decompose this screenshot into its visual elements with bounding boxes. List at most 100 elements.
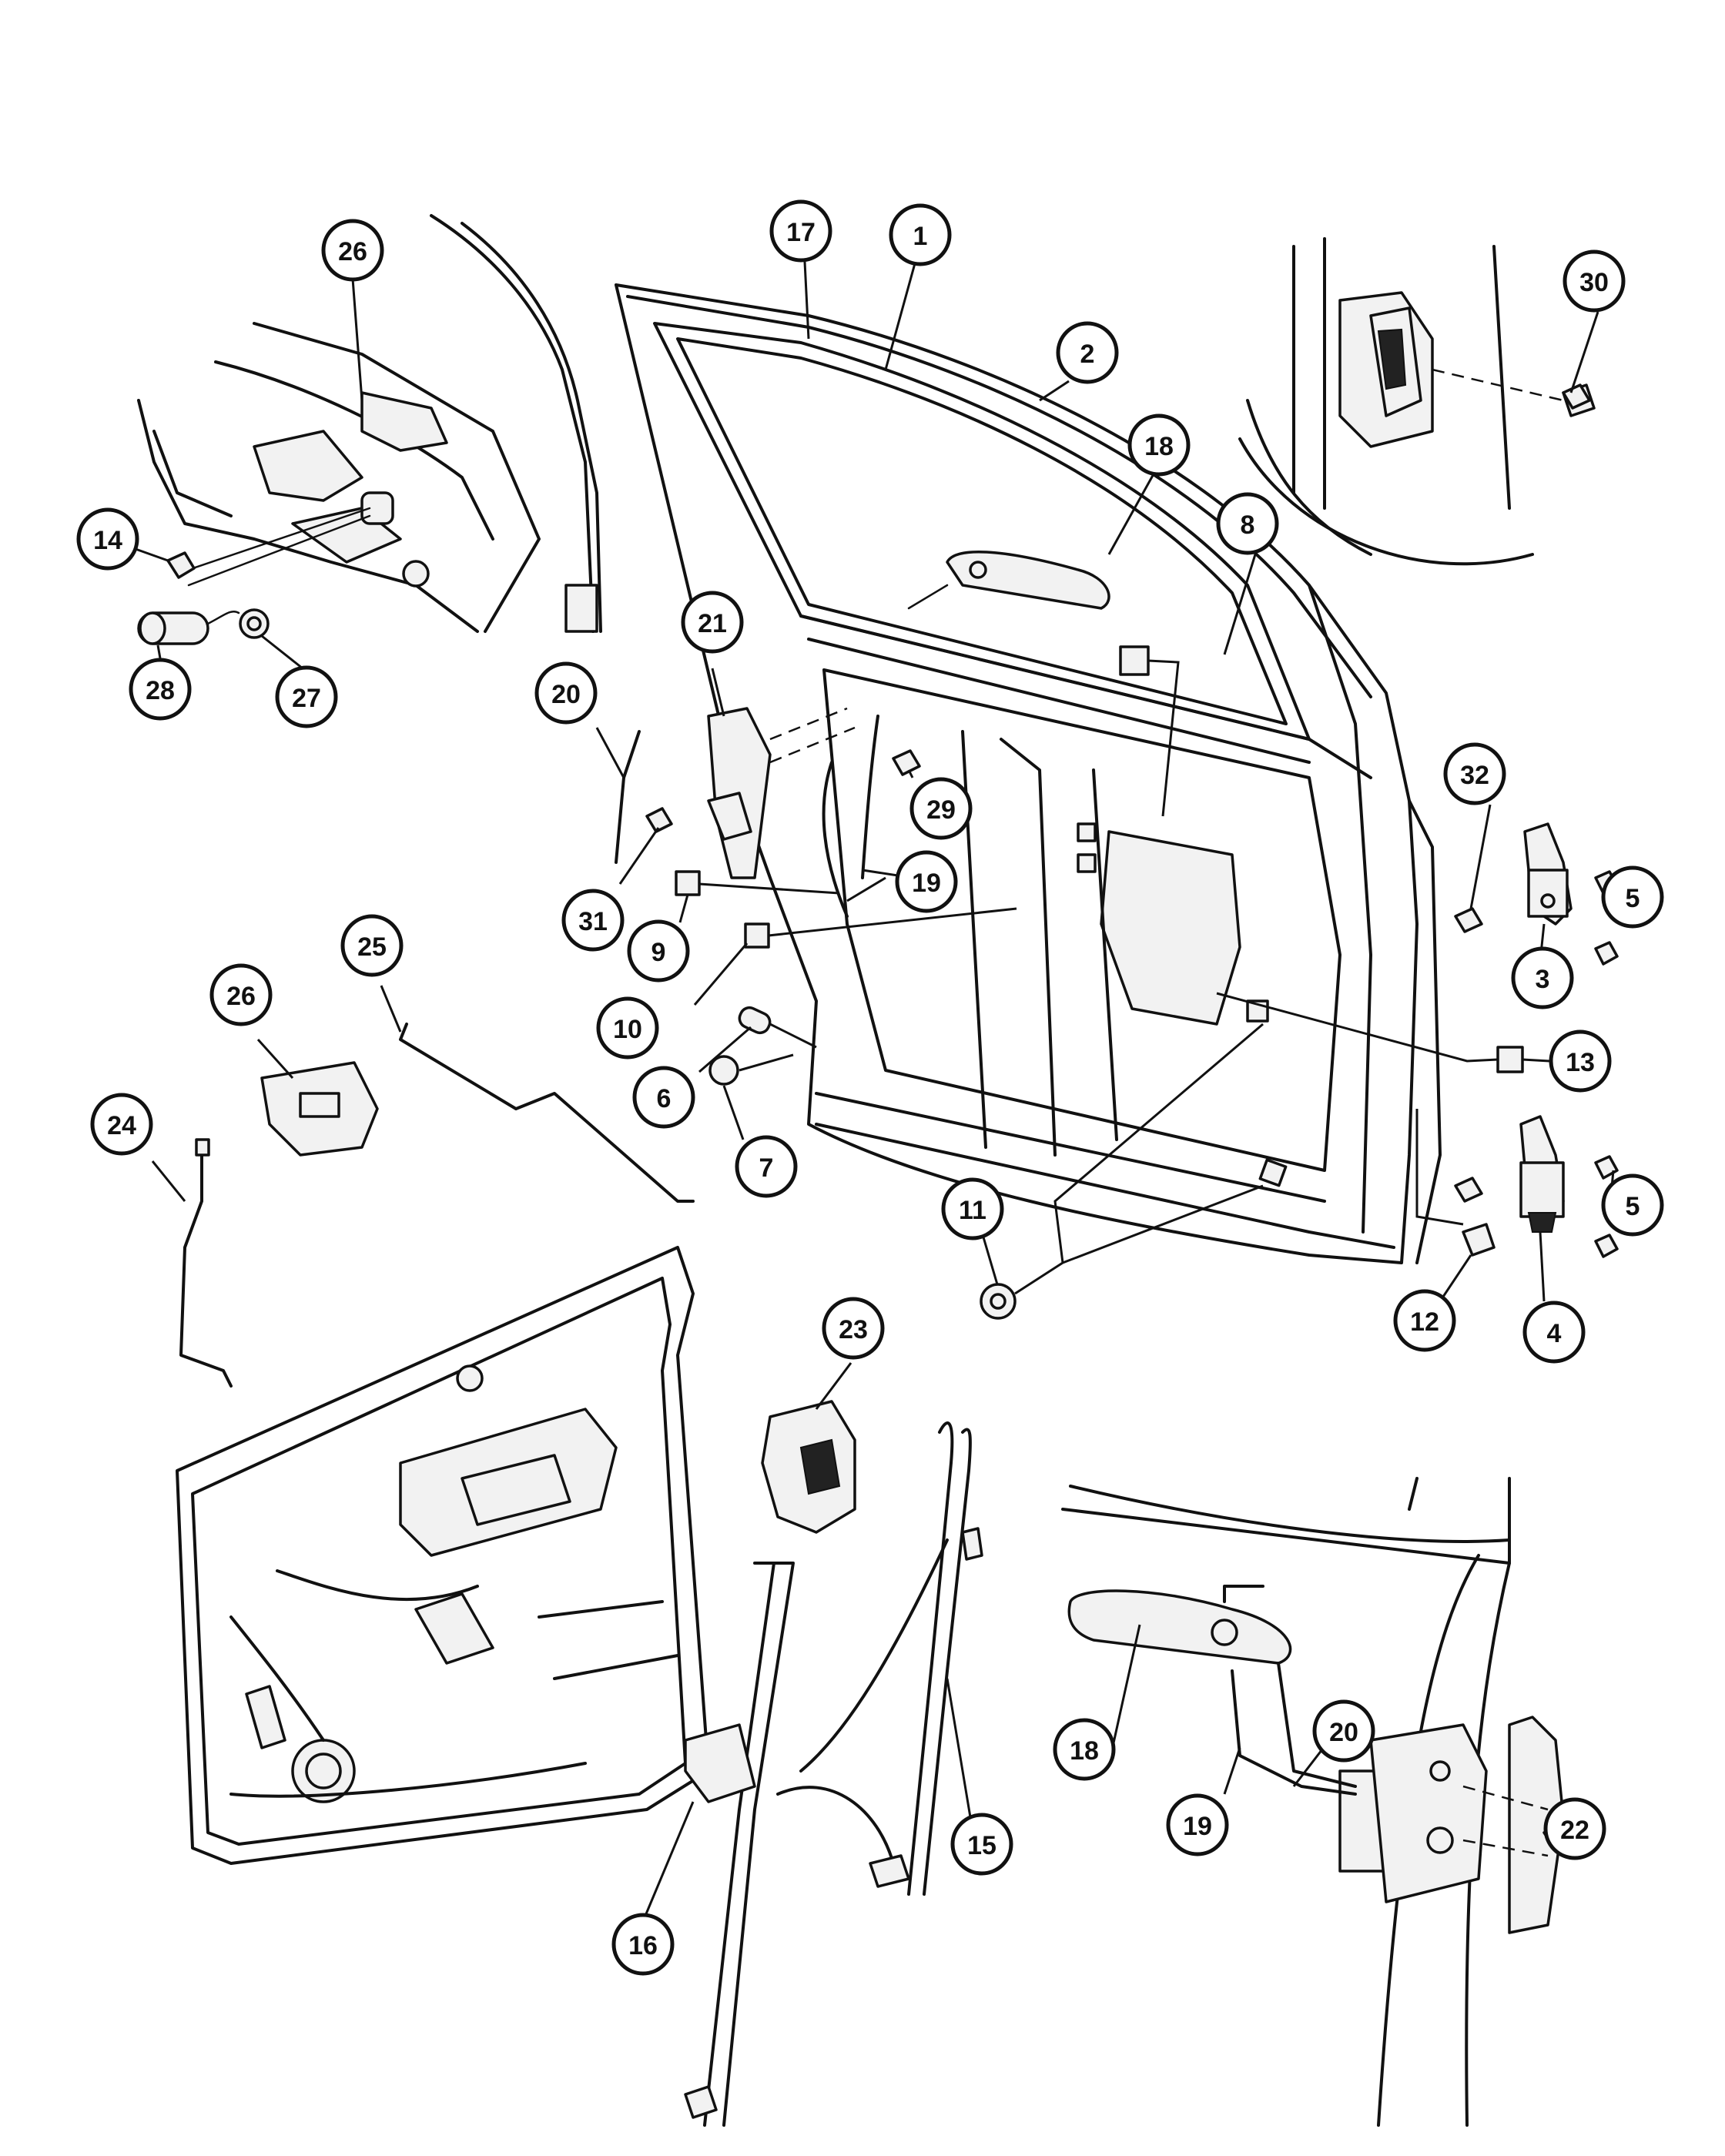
- callout-number: 4: [1547, 1319, 1562, 1348]
- nut-5-bot-a: [1594, 1155, 1619, 1180]
- leader-lines: [124, 257, 1615, 1917]
- callout-circle: [1443, 742, 1506, 805]
- callout-20-bot: 20: [1312, 1699, 1375, 1763]
- callout-19-top: 19: [895, 850, 958, 913]
- callout-number: 5: [1626, 1192, 1640, 1221]
- callout-23: 23: [822, 1297, 885, 1360]
- callout-circle: [1549, 1029, 1612, 1093]
- callout-21: 21: [681, 591, 744, 654]
- bolt-32: [1454, 907, 1483, 933]
- bolt-30: [1562, 383, 1591, 410]
- callout-circle: [1393, 1289, 1456, 1352]
- callout-18-bot: 18: [1053, 1718, 1116, 1781]
- callout-12: 12: [1393, 1289, 1456, 1352]
- handle-bezel-28: [137, 611, 209, 645]
- nut-5-top-b: [1594, 941, 1619, 966]
- callout-circle: [895, 850, 958, 913]
- callout-number: 27: [292, 684, 321, 713]
- callout-number: 20: [1329, 1718, 1358, 1747]
- callout-circle: [611, 1913, 675, 1976]
- callout-number: 13: [1566, 1048, 1595, 1077]
- callout-number: 26: [226, 982, 256, 1011]
- callout-26-top: 26: [321, 219, 384, 282]
- grommet-27: [239, 608, 270, 639]
- callout-number: 30: [1579, 268, 1609, 297]
- latch-23: [761, 1400, 856, 1534]
- callout-circle: [1216, 492, 1279, 555]
- callout-circle: [1511, 946, 1574, 1009]
- clip-13: [1496, 1046, 1524, 1073]
- callout-number: 28: [146, 676, 175, 705]
- clip-11: [980, 1283, 1017, 1320]
- rod-25: [399, 1023, 695, 1203]
- callout-number: 9: [651, 938, 666, 967]
- callout-4: 4: [1522, 1301, 1586, 1364]
- callout-circle: [90, 1093, 153, 1156]
- callout-number: 29: [926, 795, 956, 825]
- callout-circle: [632, 1066, 695, 1129]
- callout-circle: [1166, 1793, 1229, 1856]
- callout-3: 3: [1511, 946, 1574, 1009]
- callout-20-top: 20: [534, 661, 598, 725]
- bolt-4-hinge: [1454, 1177, 1483, 1203]
- callout-16: 16: [611, 1913, 675, 1976]
- callout-5-bot: 5: [1601, 1173, 1664, 1237]
- window-regulator-15: [684, 1421, 983, 2127]
- callout-number: 19: [1183, 1812, 1212, 1841]
- plug-6: [738, 1006, 772, 1035]
- callout-number: 17: [786, 218, 816, 247]
- rod-19-top-b: [861, 715, 879, 879]
- callout-circle: [561, 889, 625, 952]
- callout-circle: [129, 658, 192, 721]
- callout-number: 1: [913, 222, 928, 251]
- callout-circle: [1053, 1718, 1116, 1781]
- callout-circle: [681, 591, 744, 654]
- callout-number: 5: [1626, 884, 1640, 913]
- callout-circle: [76, 507, 139, 571]
- bracket-26-mid: [260, 1061, 379, 1157]
- door-shell: [615, 283, 1442, 1264]
- bracket-21: [707, 707, 772, 879]
- callout-number: 21: [698, 609, 727, 638]
- outside-handle-18-top: [907, 550, 1110, 610]
- clip-12: [1462, 1223, 1496, 1257]
- callout-circle: [627, 919, 690, 983]
- inset-outside-handle: [1061, 1477, 1565, 2127]
- callout-number: 7: [759, 1153, 774, 1183]
- callout-circle: [1601, 865, 1664, 929]
- callout-number: 3: [1536, 965, 1550, 994]
- callout-27: 27: [275, 665, 338, 728]
- callout-19-bot: 19: [1166, 1793, 1229, 1856]
- callout-circle: [275, 665, 338, 728]
- callout-circle: [1312, 1699, 1375, 1763]
- nut-5-bot-b: [1594, 1234, 1619, 1258]
- callout-2: 2: [1056, 321, 1119, 384]
- hinge-upper-3: [1523, 822, 1573, 926]
- bolt-14: [166, 551, 196, 579]
- callout-circle: [1543, 1797, 1606, 1860]
- callout-circle: [909, 777, 973, 840]
- callout-number: 11: [959, 1196, 986, 1225]
- callout-circle: [822, 1297, 885, 1360]
- callout-number: 10: [613, 1015, 642, 1044]
- callout-circle: [340, 914, 404, 977]
- callout-circle: [209, 963, 273, 1026]
- callout-14: 14: [76, 507, 139, 571]
- callout-number: 20: [551, 680, 581, 709]
- callout-circle: [1056, 321, 1119, 384]
- callout-9: 9: [627, 919, 690, 983]
- callout-number: 8: [1241, 511, 1255, 540]
- callout-number: 22: [1560, 1816, 1589, 1845]
- callout-number: 12: [1410, 1307, 1439, 1337]
- rod-24: [179, 1146, 233, 1388]
- rod-19-top-a: [822, 761, 849, 918]
- callout-number: 2: [1080, 340, 1095, 369]
- callout-6: 6: [632, 1066, 695, 1129]
- callout-17: 17: [769, 199, 832, 263]
- callout-15: 15: [950, 1813, 1013, 1876]
- callout-13: 13: [1549, 1029, 1612, 1093]
- callout-8: 8: [1216, 492, 1279, 555]
